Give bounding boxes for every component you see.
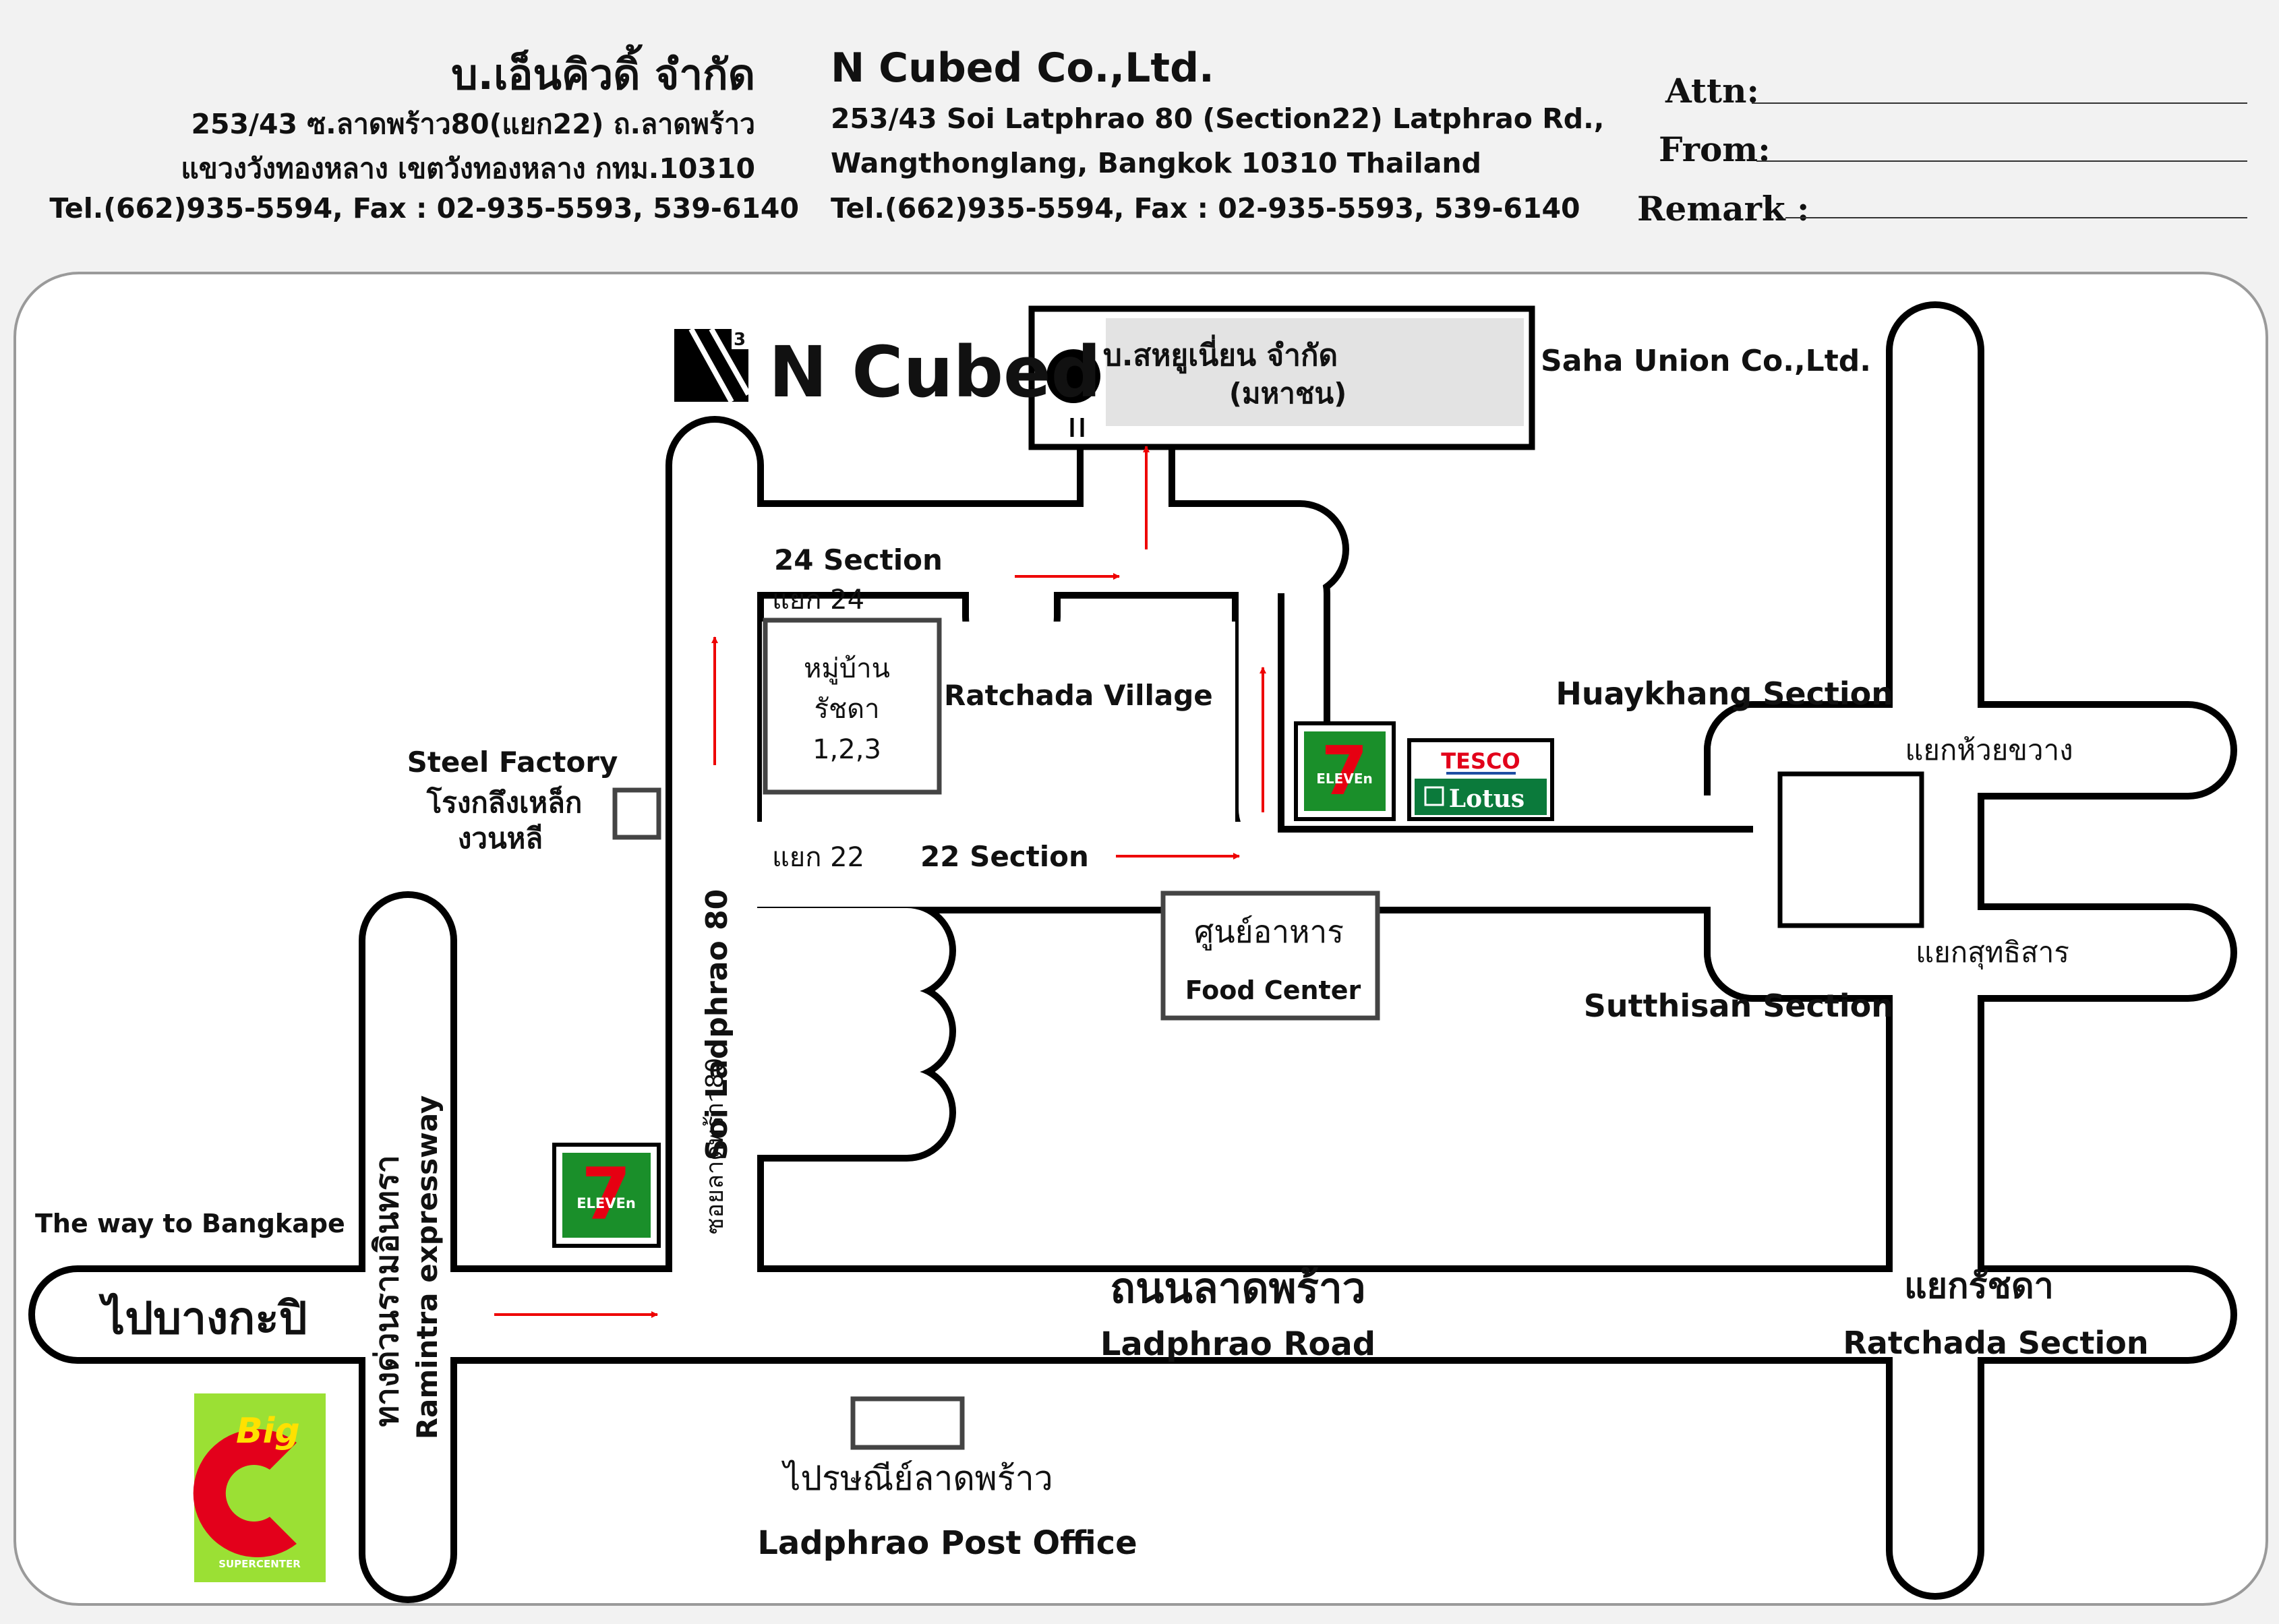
address-thai-line-1: 253/43 ซ.ลาดพร้าว80(แยก22) ถ.ลาดพร้าว [191,108,755,140]
huaykhang-section-english: Huaykhang Section [1556,675,1893,712]
remark-field[interactable] [1785,217,2247,218]
village-thai-3: 1,2,3 [812,734,881,765]
section-24-english: 24 Section [774,543,943,576]
post-office-english: Ladphrao Post Office [757,1524,1137,1562]
attn-field[interactable] [1752,102,2247,104]
company-name-thai: บ.เอ็นคิวดิ้ จำกัด [451,50,755,99]
ncubed-logo-text: N Cubed [769,331,1101,413]
ladphrao-road-thai: ถนนลาดพร้าว [1110,1263,1365,1313]
address-thai-line-2: แขวงวังทองหลาง เขตวังทองหลาง กทม.10310 [181,152,755,185]
food-center-english: Food Center [1185,975,1361,1005]
address-english-line-2: Wangthonglang, Bangkok 10310 Thailand [831,147,1481,179]
ncubed-location-marker [1046,349,1100,403]
from-label: From: [1659,129,1771,169]
ratchada-village-english: Ratchada Village [944,679,1213,712]
soi-ladphrao-80-english: Soi Ladphrao 80 [700,889,734,1161]
ratchada-section-thai: แยกรัชดา [1904,1266,2054,1306]
section-22-thai: แยก 22 [772,842,864,873]
big-c-store: Big SUPERCENTER [193,1393,326,1582]
phone-thai: Tel.(662)935-5594, Fax : 02-935-5593, 53… [49,192,799,224]
saha-union-thai-1: บ.สหยูเนี่ยน จำกัด [1103,334,1338,373]
ramintra-expressway-thai: ทางด่วนรามอินทรา [368,1155,406,1426]
road-network [28,301,2237,1603]
section-22-english: 22 Section [920,840,1089,873]
steel-factory-thai-1: โรงกลึงเหล็ก [426,785,583,819]
way-to-bangkape-english: The way to Bangkape [35,1209,345,1238]
from-field[interactable] [1756,160,2247,162]
saha-union-inner [1106,318,1524,426]
post-office-box [850,1396,965,1450]
sutthisan-section-english: Sutthisan Section [1584,988,1893,1024]
sutthisan-section-thai: แยกสุทธิสาร [1916,936,2069,970]
soi-ladphrao-80-thai: ซอยลาดพร้าว80 [701,1058,729,1234]
saha-union-thai-2: (มหาชน) [1229,377,1347,410]
big-c-text: Big [236,1411,300,1451]
svg-text:ELEVEn: ELEVEn [576,1195,636,1211]
svg-text:SUPERCENTER: SUPERCENTER [218,1558,301,1570]
remark-label: Remark : [1637,189,1810,229]
village-thai-2: รัชดา [814,694,879,725]
seven-eleven-store-1: 7 ELEVEn [1294,721,1396,821]
company-name-english: N Cubed Co.,Ltd. [831,44,1214,92]
attn-label: Attn: [1665,71,1759,111]
address-english-line-1: 253/43 Soi Latphrao 80 (Section22) Latph… [831,102,1605,135]
tesco-lotus-store: TESCO Lotus [1407,738,1554,821]
phone-english: Tel.(662)935-5594, Fax : 02-935-5593, 53… [831,192,1580,224]
direction-arrows [494,446,1266,1318]
steel-factory-box [612,787,661,840]
ladphrao-road-english: Ladphrao Road [1100,1325,1375,1363]
ratchada-block [1777,771,1924,928]
way-to-bangkape-thai: ไปบางกะปิ [98,1292,307,1344]
svg-text:3: 3 [734,330,746,350]
section-24-thai: แยก 24 [772,584,864,615]
huaykhang-section-thai: แยกห้วยขวาง [1905,733,2073,766]
svg-text:7: 7 [1321,731,1368,810]
post-office-thai: ไปรษณีย์ลาดพร้าว [781,1459,1053,1498]
lotus-text: Lotus [1449,785,1525,813]
steel-factory-english: Steel Factory [407,746,618,779]
svg-text:7: 7 [581,1153,631,1236]
ramintra-expressway-english: Ramintra expressway [411,1095,444,1440]
ncubed-logo: 3 N Cubed [674,328,1101,413]
food-center-box [1160,891,1380,1021]
ratchada-village-box [763,618,942,795]
seven-eleven-store-2: 7 ELEVEn [552,1143,661,1248]
saha-union-english: Saha Union Co.,Ltd. [1541,344,1871,378]
ratchada-section-english: Ratchada Section [1843,1325,2148,1361]
steel-factory-thai-2: งวนหลี [458,822,543,855]
svg-text:ELEVEn: ELEVEn [1316,771,1372,787]
tesco-text: TESCO [1441,748,1520,774]
food-center-thai: ศูนย์อาหาร [1194,913,1344,951]
village-thai-1: หมู่บ้าน [804,653,890,684]
